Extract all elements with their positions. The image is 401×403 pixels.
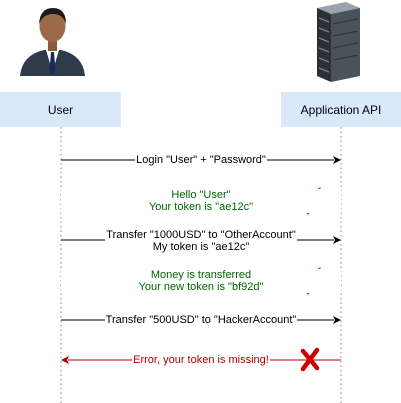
message-label-line: Your new token is "bf92d" bbox=[138, 281, 264, 293]
server-rack-icon bbox=[317, 2, 360, 82]
message-label: Login "User" + "Password" bbox=[61, 154, 341, 166]
participant-user-label: User bbox=[47, 102, 74, 117]
message-label: Transfer "500USD" to "HackerAccount" bbox=[61, 314, 341, 326]
message-label-line: Transfer "500USD" to "HackerAccount" bbox=[104, 314, 298, 326]
participant-user-header: User bbox=[0, 92, 121, 127]
message-label-line: Login "User" + "Password" bbox=[135, 154, 267, 166]
message-label-line: Error, your token is missing! bbox=[132, 354, 270, 366]
message-label: Money is transferred Your new token is "… bbox=[61, 269, 341, 293]
message-label-line: My token is "ae12c" bbox=[151, 241, 251, 253]
message-label-line: Your token is "ae12c" bbox=[148, 201, 254, 213]
message-label: Transfer "1000USD" to "OtherAccount" My … bbox=[61, 229, 341, 253]
message-label-line: Transfer "1000USD" to "OtherAccount" bbox=[105, 229, 297, 241]
message-label-line: Money is transferred bbox=[150, 269, 252, 281]
message-label: Error, your token is missing! bbox=[61, 354, 341, 366]
x-mark-icon bbox=[300, 347, 320, 372]
message-label: Hello "User" Your token is "ae12c" bbox=[61, 189, 341, 213]
participant-api-header: Application API bbox=[281, 92, 401, 127]
participant-api-label: Application API bbox=[300, 102, 382, 117]
message-label-line: Hello "User" bbox=[171, 189, 231, 201]
businessman-icon bbox=[20, 8, 85, 76]
